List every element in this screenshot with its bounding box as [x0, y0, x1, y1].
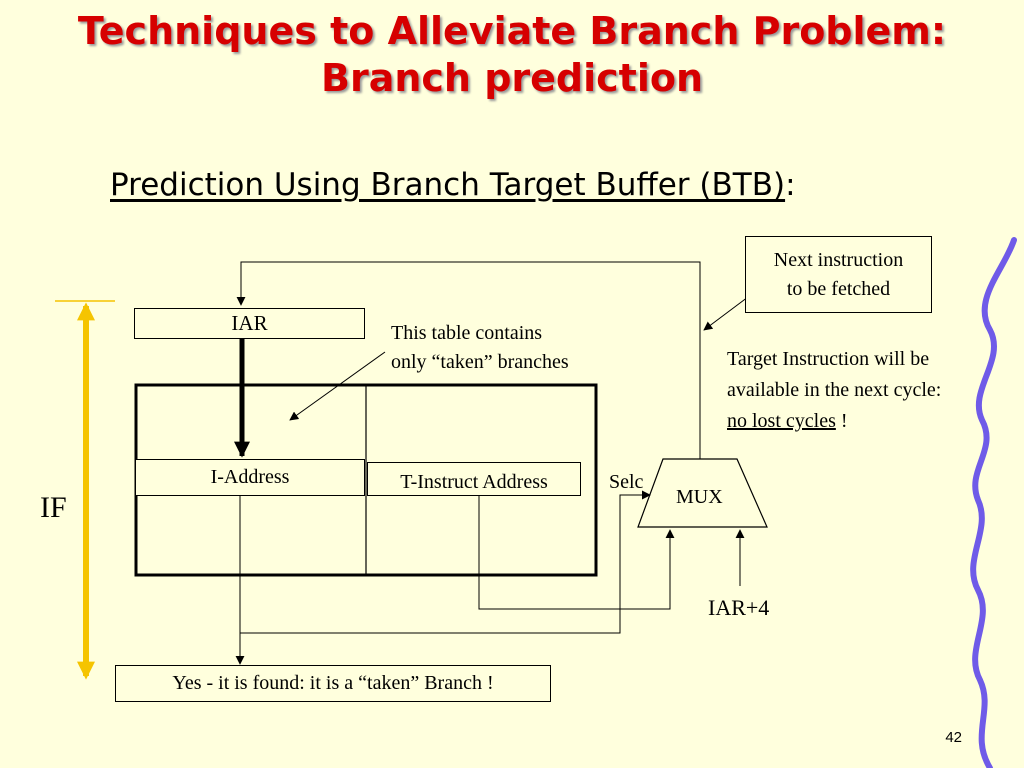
target-note-line-3: no lost cycles !	[727, 406, 941, 437]
table-note-line-2: only “taken” branches	[391, 351, 569, 373]
selc-label: Selc	[609, 471, 644, 493]
table-note-line-1: This table contains	[391, 322, 543, 344]
selc-path	[240, 490, 651, 634]
i-address-label: I-Address	[210, 466, 290, 488]
t-instruct-address-label: T-Instruct Address	[400, 471, 548, 493]
target-note-line-2: available in the next cycle:	[727, 379, 942, 401]
found-note-box: Yes - it is found: it is a “taken” Branc…	[115, 665, 551, 702]
decorative-squiggle	[970, 237, 1017, 768]
title-line-2: Branch prediction	[320, 56, 704, 100]
target-note: Target Instruction will be available in …	[727, 344, 941, 437]
iar-label: IAR	[231, 311, 268, 335]
target-path	[478, 496, 675, 610]
mux-shape	[637, 458, 768, 528]
i-address-field: I-Address	[135, 459, 365, 496]
next-instruction-line-2: to be fetched	[786, 278, 891, 300]
t-instruct-address-field: T-Instruct Address	[367, 462, 581, 496]
table-note: This table contains only “taken” branche…	[391, 319, 569, 377]
no-lost-cycles-text: no lost cycles	[727, 410, 836, 432]
table-note-pointer	[289, 351, 386, 421]
next-instruction-box: Next instruction to be fetched	[745, 236, 932, 313]
target-note-suffix: !	[835, 410, 848, 432]
target-note-line-1: Target Instruction will be	[727, 348, 930, 370]
next-instruction-pointer	[703, 296, 749, 331]
feedback-path	[236, 261, 701, 459]
subtitle-text: Prediction Using Branch Target Buffer (B…	[110, 167, 786, 203]
page-number: 42	[945, 729, 962, 746]
subtitle-colon: :	[785, 167, 796, 203]
iar-plus4-label: IAR+4	[708, 595, 770, 620]
iar-register: IAR	[134, 308, 365, 339]
next-instruction-line-1: Next instruction	[773, 249, 904, 271]
found-note-text: Yes - it is found: it is a “taken” Branc…	[172, 672, 494, 694]
title-line-1: Techniques to Alleviate Branch Problem:	[77, 9, 947, 53]
mux-label: MUX	[676, 486, 723, 508]
slide-subtitle: Prediction Using Branch Target Buffer (B…	[110, 167, 796, 203]
if-stage-label: IF	[40, 491, 67, 524]
slide-title: Techniques to Alleviate Branch Problem: …	[0, 8, 1024, 102]
